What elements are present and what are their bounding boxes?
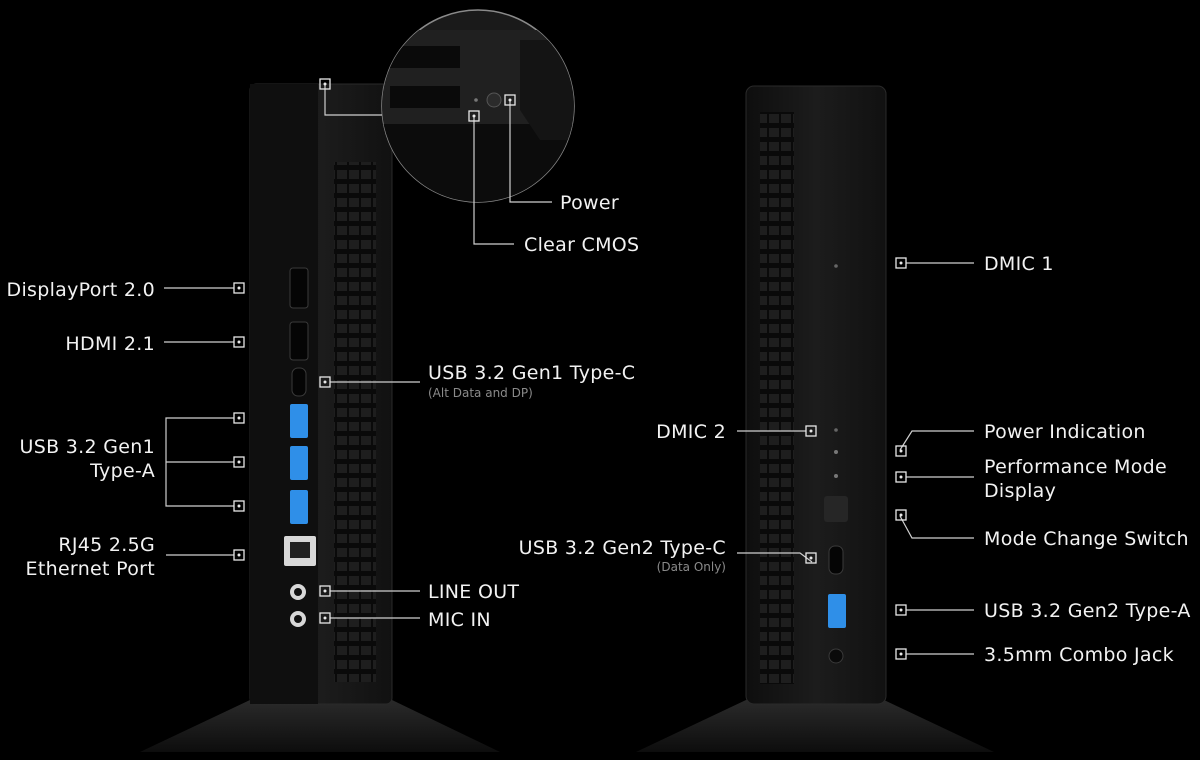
dmic1-hole (834, 264, 838, 268)
displayport-port (289, 267, 309, 309)
label-power-indication: Power Indication (984, 421, 1146, 443)
power-led (834, 450, 838, 454)
label-power: Power (560, 192, 619, 214)
label-usba-gen1-line2: Type-A (89, 460, 155, 482)
usba-port-1 (290, 404, 308, 438)
label-usbc-gen2: USB 3.2 Gen2 Type-C (519, 537, 726, 559)
left-vent-grille (334, 162, 376, 682)
mic-in-jack (290, 611, 306, 627)
left-side-panel (250, 84, 318, 704)
label-usba-gen1-line1: USB 3.2 Gen1 (20, 436, 155, 458)
label-perf-mode-line2: Display (984, 480, 1056, 502)
label-dmic1: DMIC 1 (984, 253, 1054, 275)
left-stand (140, 700, 500, 752)
usba-port-2 (290, 446, 308, 480)
zoom-inset (381, 9, 575, 203)
label-mic-in: MIC IN (428, 609, 491, 631)
label-mode-change-switch: Mode Change Switch (984, 528, 1189, 550)
dmic2-hole (834, 428, 838, 432)
label-hdmi: HDMI 2.1 (65, 333, 155, 355)
right-stand (636, 700, 994, 752)
label-usbc-gen1-note: (Alt Data and DP) (428, 386, 533, 400)
mode-change-switch (824, 496, 848, 522)
label-usbc-gen1: USB 3.2 Gen1 Type-C (428, 362, 635, 384)
callout-markers (233, 78, 907, 660)
rj45-port (284, 536, 316, 566)
usba-gen2-port (828, 594, 846, 628)
usbc-gen2-port (828, 545, 844, 575)
perf-mode-led (834, 474, 838, 478)
label-rj45-line1: RJ45 2.5G (58, 534, 155, 556)
label-combo-jack: 3.5mm Combo Jack (984, 644, 1174, 666)
left-device (140, 83, 500, 752)
usbc-port (291, 367, 307, 397)
right-vent-grille (760, 112, 794, 684)
clear-cmos-pinhole (474, 98, 478, 102)
label-usba-gen2: USB 3.2 Gen2 Type-A (984, 600, 1191, 622)
leader-lines (164, 84, 974, 655)
right-labels: DMIC 1 DMIC 2 Power Indication Performan… (519, 253, 1191, 666)
label-usbc-gen2-note: (Data Only) (657, 560, 726, 574)
hdmi-port (289, 321, 309, 361)
label-rj45-line2: Ethernet Port (26, 558, 155, 580)
power-button-zoom (486, 92, 502, 108)
label-line-out: LINE OUT (428, 581, 519, 603)
label-dmic2: DMIC 2 (656, 421, 726, 443)
line-out-jack (290, 584, 306, 600)
left-labels: Power Clear CMOS DisplayPort 2.0 HDMI 2.… (7, 192, 640, 631)
combo-jack (828, 648, 844, 664)
usba-port-3 (290, 490, 308, 524)
label-perf-mode-line1: Performance Mode (984, 456, 1167, 478)
label-clear-cmos: Clear CMOS (524, 234, 639, 256)
right-device (636, 85, 994, 752)
label-displayport: DisplayPort 2.0 (7, 279, 155, 301)
